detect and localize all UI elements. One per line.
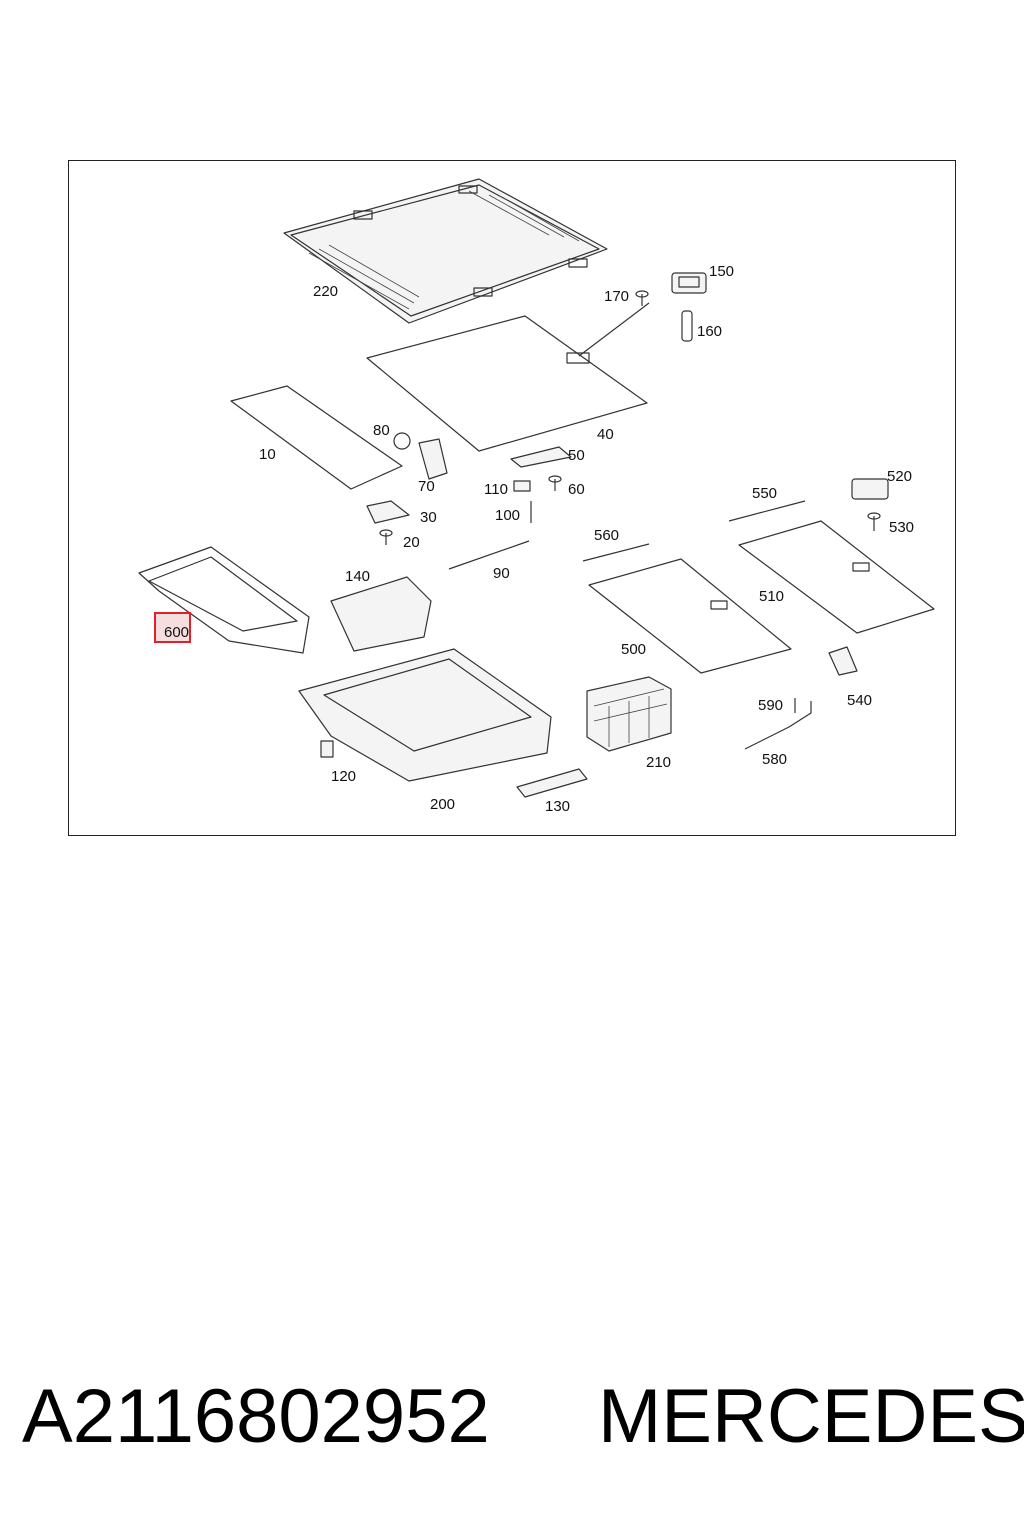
callout-70: 70 — [418, 478, 435, 495]
part-110-clip — [513, 480, 531, 492]
callout-530: 530 — [889, 519, 914, 536]
callout-220: 220 — [313, 283, 338, 300]
parts-diagram-frame: 220 170 150 160 40 10 80 70 50 110 60 30… — [68, 160, 956, 836]
part-30-hinge — [366, 500, 410, 524]
part-220-floor-mat — [283, 178, 608, 324]
callout-580: 580 — [762, 751, 787, 768]
part-number: A2116802952 — [22, 1374, 490, 1459]
callout-30: 30 — [420, 509, 437, 526]
part-520-latch — [851, 478, 889, 500]
part-10-panel — [230, 385, 403, 490]
callout-160: 160 — [697, 323, 722, 340]
callout-60: 60 — [568, 481, 585, 498]
part-210-basket — [586, 676, 672, 752]
part-150-latch — [671, 272, 707, 294]
part-40-cover-panel — [366, 302, 650, 452]
callout-80: 80 — [373, 422, 390, 439]
callout-10: 10 — [259, 446, 276, 463]
part-80-knob — [393, 432, 411, 450]
part-550-strut — [728, 500, 806, 522]
part-500-panel — [588, 558, 792, 674]
part-60-screw — [548, 475, 562, 491]
callout-130: 130 — [545, 798, 570, 815]
part-540-bracket — [828, 646, 858, 676]
part-130-cover — [516, 768, 588, 798]
part-600-storage-tray — [138, 546, 310, 654]
brand-name: MERCEDES — [598, 1374, 1024, 1459]
callout-150: 150 — [709, 263, 734, 280]
part-170-screw — [635, 290, 649, 306]
callout-590: 590 — [758, 697, 783, 714]
callout-100: 100 — [495, 507, 520, 524]
callout-210: 210 — [646, 754, 671, 771]
part-50-plate — [510, 446, 572, 468]
part-510-panel — [738, 520, 935, 634]
callout-140: 140 — [345, 568, 370, 585]
callout-90: 90 — [493, 565, 510, 582]
part-580-rod — [744, 701, 812, 750]
part-560-strut — [582, 543, 650, 562]
part-20-screw — [379, 529, 393, 545]
part-200-main-tub — [298, 648, 552, 782]
part-160-pin — [681, 310, 693, 342]
callout-520: 520 — [887, 468, 912, 485]
callout-170: 170 — [604, 288, 629, 305]
callout-50: 50 — [568, 447, 585, 464]
callout-600: 600 — [164, 624, 189, 641]
footer: A2116802952 MERCEDES — [0, 1372, 1024, 1482]
callout-40: 40 — [597, 426, 614, 443]
callout-200: 200 — [430, 796, 455, 813]
callout-550: 550 — [752, 485, 777, 502]
callout-560: 560 — [594, 527, 619, 544]
callout-510: 510 — [759, 588, 784, 605]
callout-20: 20 — [403, 534, 420, 551]
exploded-parts-diagram: 220 170 150 160 40 10 80 70 50 110 60 30… — [138, 178, 935, 815]
part-90-gas-strut — [448, 540, 530, 570]
callout-120: 120 — [331, 768, 356, 785]
callout-540: 540 — [847, 692, 872, 709]
part-530-screw — [867, 512, 881, 531]
part-120-clip — [320, 740, 334, 758]
callout-110: 110 — [484, 481, 508, 498]
callout-500: 500 — [621, 641, 646, 658]
part-70-bracket — [418, 438, 448, 480]
callout-600-highlight-box — [154, 612, 191, 643]
part-140-bracket — [330, 576, 432, 652]
